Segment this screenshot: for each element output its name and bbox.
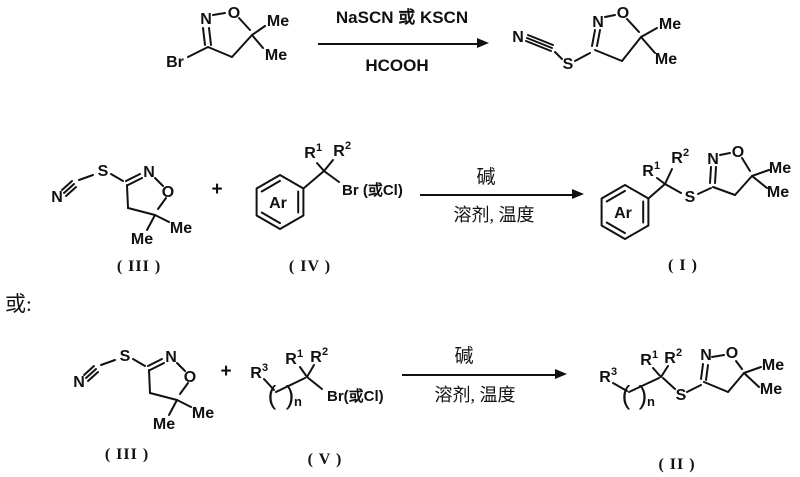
group-me-1: Me — [769, 160, 791, 177]
atom-s: S — [685, 189, 696, 206]
group-me-1: Me — [762, 357, 784, 374]
atom-n-ring: N — [707, 151, 719, 168]
chain-paren-close: ) — [286, 380, 295, 410]
structure-i: Ar R 1 R 2 S N O Me Me — [600, 144, 791, 240]
group-me-1: Me — [267, 13, 289, 30]
group-me-2: Me — [655, 51, 677, 68]
bonds — [83, 358, 192, 416]
leaving-group-br-or-cl: Br(或Cl) — [327, 387, 384, 405]
structure-v: R 3 R 1 R 2 ( ) n Br(或Cl) — [250, 346, 384, 410]
label-iv: ( IV ) — [288, 258, 332, 275]
r1-sup: 1 — [316, 142, 322, 154]
atom-s: S — [676, 387, 687, 404]
r2-base: R — [664, 350, 676, 367]
reaction2-reagent-above: 碱 — [476, 167, 496, 188]
r1-base: R — [642, 163, 654, 180]
r2-sup: 2 — [345, 140, 351, 152]
plus-sign-row2: + — [211, 179, 223, 200]
chain-sub-n: n — [647, 394, 655, 409]
reaction-arrow-2 — [420, 189, 584, 199]
bonds — [612, 354, 762, 393]
label-ii: ( II ) — [658, 456, 696, 473]
atom-n-thiocyanate: N — [51, 189, 63, 206]
r1-sup: 1 — [297, 348, 303, 360]
chain-sub-n: n — [294, 394, 302, 409]
label-i: ( I ) — [668, 257, 698, 274]
label-iii-row2: ( III ) — [116, 258, 162, 275]
atom-o: O — [617, 5, 629, 22]
atom-n-thiocyanate: N — [73, 374, 85, 391]
atom-n: N — [200, 11, 212, 28]
r2-base: R — [671, 150, 683, 167]
structure-ii: R 3 R 1 R 2 ( ) n S N O Me Me — [599, 345, 784, 410]
r2-sup: 2 — [676, 347, 682, 359]
group-me-1: Me — [659, 16, 681, 33]
atom-o: O — [726, 345, 738, 362]
r2-sup: 2 — [683, 147, 689, 159]
r1-base: R — [285, 351, 297, 368]
r2-sup: 2 — [322, 346, 328, 358]
atom-s: S — [563, 56, 574, 73]
atom-n-ring: N — [143, 164, 155, 181]
structure-iii: N S N O Me Me — [51, 163, 192, 248]
r3-sup: 3 — [611, 366, 617, 378]
r1-base: R — [640, 352, 652, 369]
group-me-2: Me — [760, 381, 782, 398]
bonds — [187, 12, 266, 58]
group-me-2: Me — [265, 47, 287, 64]
reaction2-reagent-below: 溶剂, 温度 — [453, 205, 535, 225]
chain-paren-open: ( — [622, 380, 631, 410]
atom-s: S — [120, 348, 131, 365]
structure-iii-2: N S N O Me Me — [73, 348, 214, 433]
r1-base: R — [304, 145, 316, 162]
reaction1-reagent-above: NaSCN 或 KSCN — [335, 8, 469, 27]
group-me-1: Me — [153, 416, 175, 433]
leaving-group-br-or-cl: Br (或Cl) — [342, 181, 403, 199]
group-me-2: Me — [170, 220, 192, 237]
structure-3-thiocyanato-isoxazoline-product: N S N O Me Me — [512, 5, 681, 73]
atom-n-ring: N — [700, 347, 712, 364]
structure-iv: Ar R 1 R 2 Br (或Cl) — [255, 140, 403, 230]
atom-br: Br — [166, 54, 184, 71]
or-label: 或: — [5, 292, 32, 316]
ar-label: Ar — [269, 195, 287, 212]
ar-label: Ar — [614, 205, 632, 222]
atom-o: O — [732, 144, 744, 161]
atom-o: O — [228, 5, 240, 22]
r1-sup: 1 — [654, 160, 660, 172]
bonds — [302, 159, 340, 190]
reaction1-reagent-below: HCOOH — [365, 56, 429, 75]
reaction-arrow-3 — [402, 369, 567, 379]
r3-base: R — [250, 365, 262, 382]
group-me-1: Me — [131, 231, 153, 248]
group-me-2: Me — [192, 405, 214, 422]
bonds — [263, 364, 323, 393]
atom-o: O — [184, 369, 196, 386]
r3-base: R — [599, 369, 611, 386]
label-v: ( V ) — [307, 451, 343, 468]
chain-paren-close: ) — [639, 380, 648, 410]
bonds — [61, 173, 170, 231]
atom-n-thiocyanate: N — [512, 29, 524, 46]
r2-base: R — [333, 143, 345, 160]
atom-n-ring: N — [165, 349, 177, 366]
reaction3-reagent-below: 溶剂, 温度 — [434, 385, 516, 405]
bonds — [647, 152, 770, 200]
r1-sup: 1 — [652, 349, 658, 361]
bonds — [525, 14, 658, 62]
plus-sign-row3: + — [220, 361, 232, 382]
r3-sup: 3 — [262, 362, 268, 374]
label-iii-row3: ( III ) — [104, 446, 150, 463]
atom-s: S — [98, 163, 109, 180]
r2-base: R — [310, 349, 322, 366]
atom-n-ring: N — [592, 14, 604, 31]
reaction-arrow-1 — [318, 38, 489, 48]
group-me-2: Me — [767, 184, 789, 201]
reaction3-reagent-above: 碱 — [454, 346, 474, 367]
structure-3-bromo-isoxazoline: N O Br Me Me — [166, 5, 289, 71]
chain-paren-open: ( — [268, 380, 277, 410]
atom-o: O — [162, 184, 174, 201]
